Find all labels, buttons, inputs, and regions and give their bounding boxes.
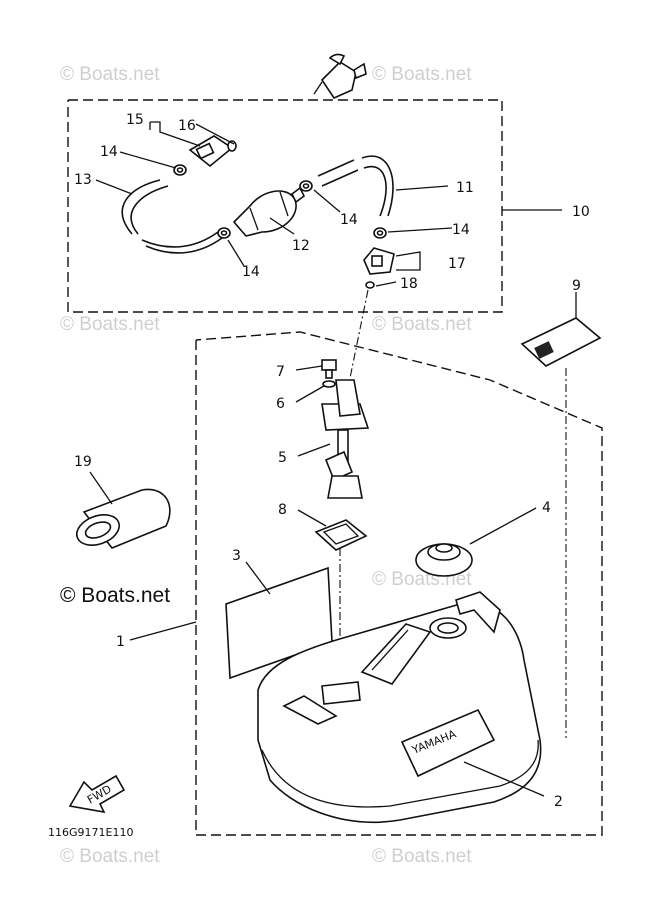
callout-1: 1	[116, 634, 125, 650]
watermark-7: © Boats.net	[372, 846, 472, 867]
fuel-gauge-5	[321, 379, 370, 499]
label-9	[520, 317, 602, 367]
joint-14-middle	[299, 180, 313, 192]
leader-lines	[89, 121, 577, 797]
joint-14-right	[373, 227, 387, 239]
copyright-text: © Boats.net	[60, 584, 170, 607]
hose-11-upper	[317, 159, 359, 187]
watermark-1: © Boats.net	[60, 64, 160, 85]
primer-bulb-12	[232, 186, 306, 237]
figure-code: 116G9171E110	[48, 826, 133, 839]
callout-2: 2	[554, 794, 563, 810]
callout-9: 9	[572, 278, 581, 294]
callout-7: 7	[276, 364, 285, 380]
joint-14-upper	[173, 164, 187, 176]
callout-14d: 14	[452, 222, 470, 238]
fwd-arrow: FWD	[68, 774, 126, 814]
hose-11	[361, 155, 394, 217]
connector-15-16	[188, 135, 237, 168]
hose-13-lower	[141, 231, 223, 254]
callout-14b: 14	[242, 264, 260, 280]
fuel-line-protector-19	[75, 488, 171, 549]
callout-15: 15	[126, 112, 144, 128]
watermark-4: © Boats.net	[372, 314, 472, 335]
callout-12: 12	[292, 238, 310, 254]
fuel-path-line	[349, 289, 369, 379]
callout-8: 8	[278, 502, 287, 518]
fuel-tank-1: YAMAHA	[257, 591, 542, 823]
callout-14c: 14	[340, 212, 358, 228]
callout-5: 5	[278, 450, 287, 466]
callout-18: 18	[400, 276, 418, 292]
callout-10: 10	[572, 204, 590, 220]
fuel-line-group-box	[67, 99, 503, 313]
watermarks: © Boats.net © Boats.net © Boats.net © Bo…	[60, 64, 472, 867]
gasket-8	[314, 519, 368, 551]
connector-17	[363, 247, 395, 289]
callout-3: 3	[232, 548, 241, 564]
tank-group-outline	[195, 331, 603, 836]
washer-6	[322, 380, 336, 388]
callout-17: 17	[448, 256, 466, 272]
watermark-2: © Boats.net	[372, 64, 472, 85]
callout-19: 19	[74, 454, 92, 470]
callout-13: 13	[74, 172, 92, 188]
callout-11: 11	[456, 180, 474, 196]
callout-16: 16	[178, 118, 196, 134]
engine-connector	[313, 53, 367, 100]
tank-cap-4	[415, 543, 473, 577]
callout-6: 6	[276, 396, 285, 412]
callout-14a: 14	[100, 144, 118, 160]
joint-14-lower	[217, 227, 231, 239]
watermark-3: © Boats.net	[60, 314, 160, 335]
callout-4: 4	[542, 500, 551, 516]
bolt-7	[321, 359, 337, 379]
hose-13	[121, 179, 169, 235]
watermark-6: © Boats.net	[60, 846, 160, 867]
callouts: 15 16 14 13 14 12 14 11 10 14 17 18 9 7 …	[74, 112, 590, 810]
